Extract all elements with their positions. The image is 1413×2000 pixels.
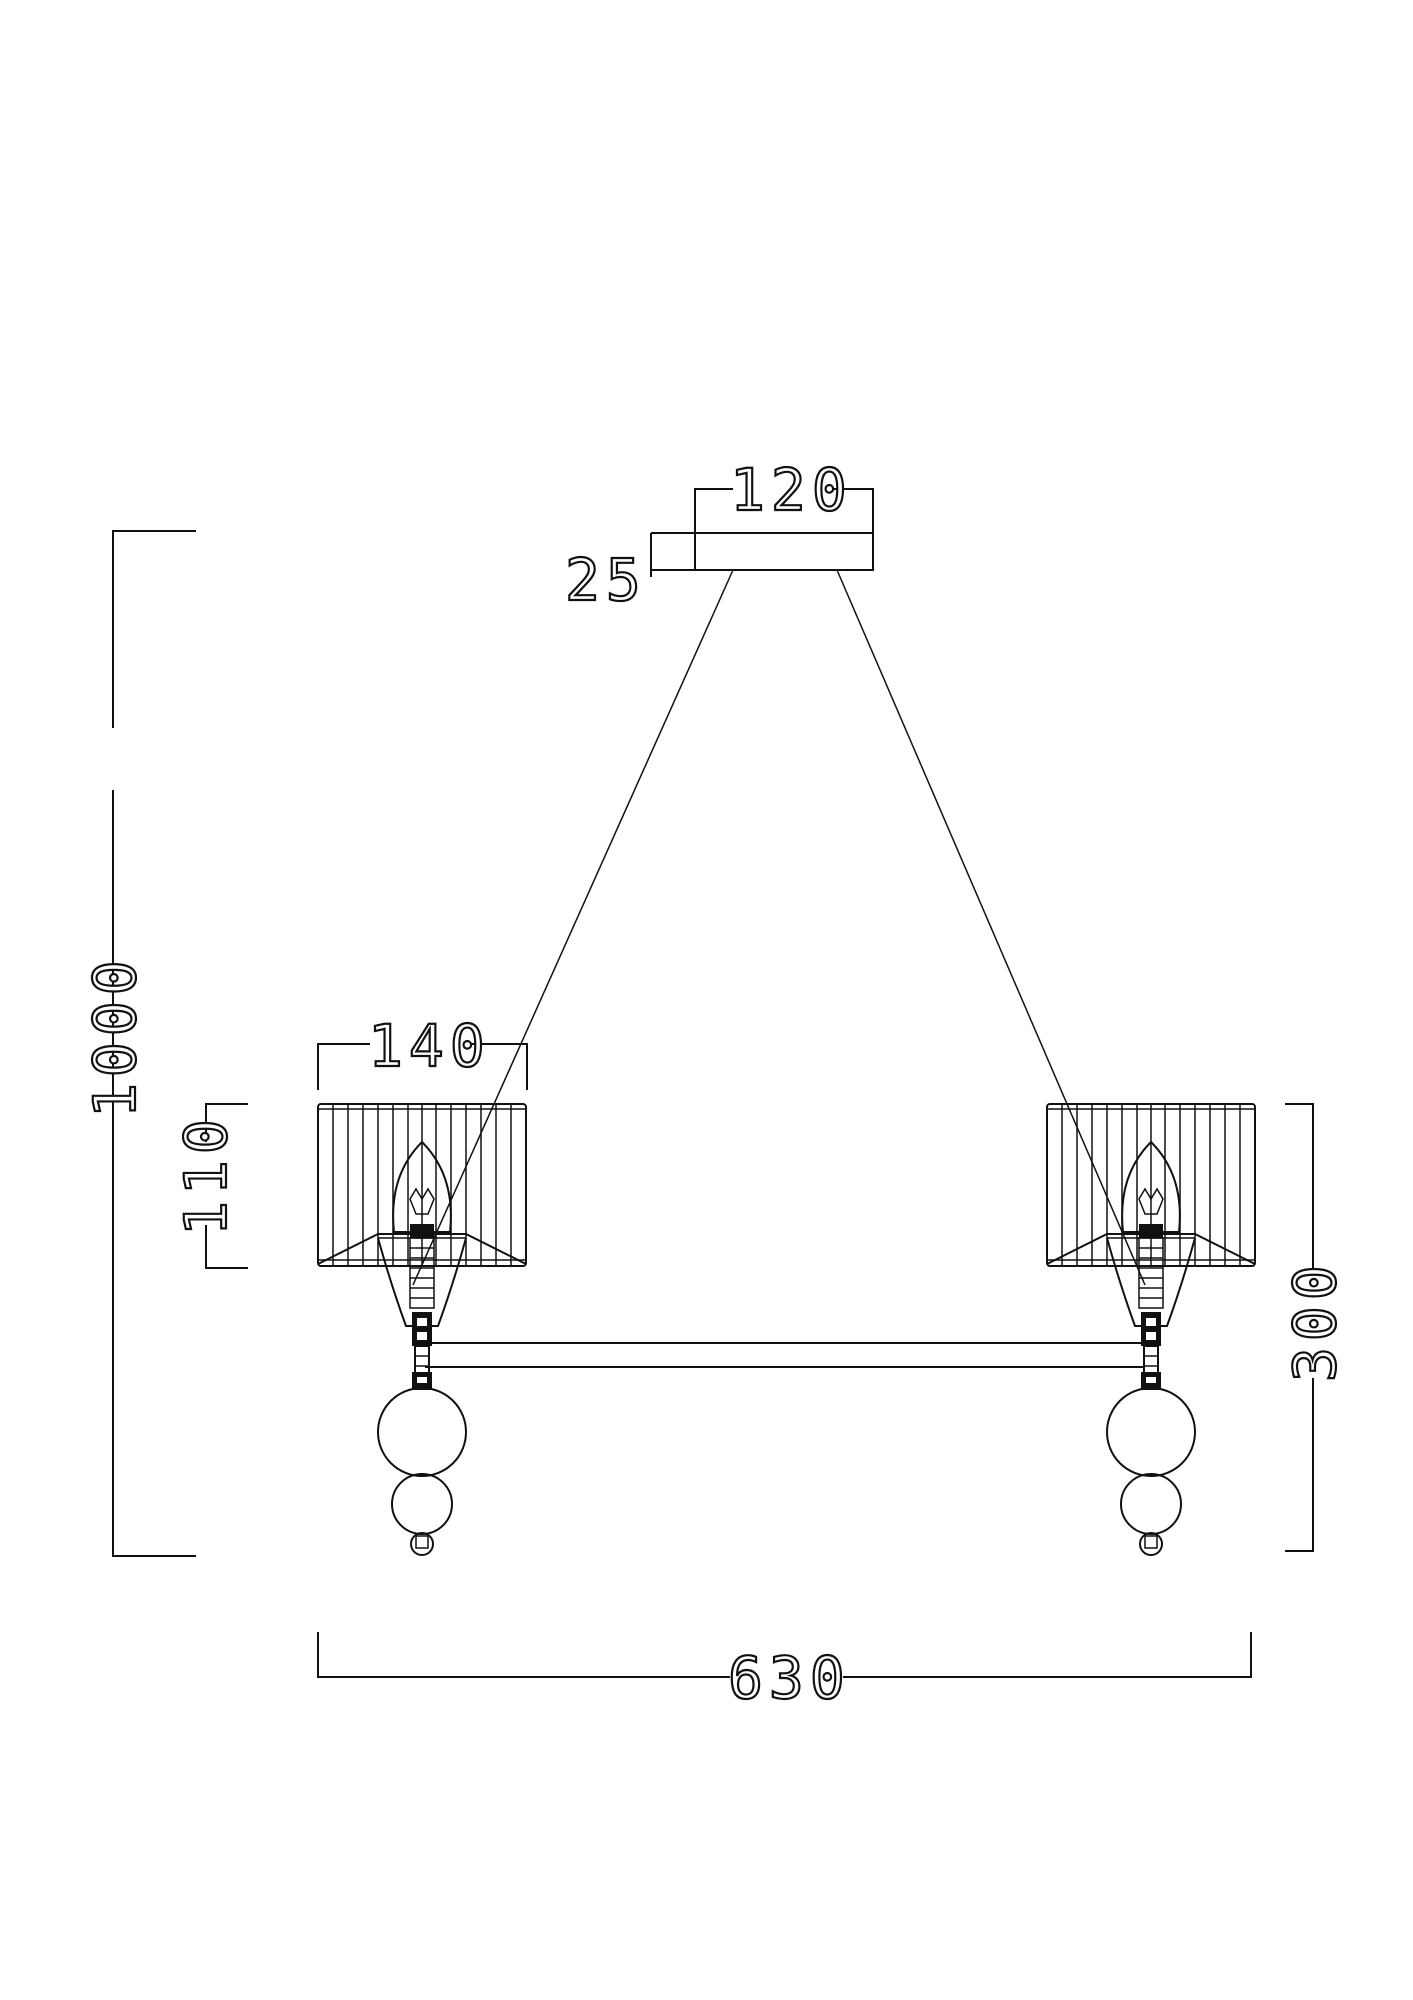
dimension-canopy-width: 120 xyxy=(694,455,874,533)
suspension-cables xyxy=(412,569,1146,1286)
dimension-shade-width: 140 xyxy=(317,1011,528,1090)
dimension-canopy-height: 25 xyxy=(564,533,652,615)
dimension-overall-width: 630 xyxy=(317,1632,1252,1713)
ceiling-canopy xyxy=(651,532,874,571)
left-lamp xyxy=(317,1103,527,1556)
dimension-label-shade-width: 140 xyxy=(368,1012,491,1080)
horizontal-crossbar xyxy=(425,1342,1145,1368)
dimension-label-canopy-width: 120 xyxy=(730,456,853,524)
dimension-shade-height: 110 xyxy=(171,1103,248,1269)
dimension-label-overall-width: 630 xyxy=(728,1644,851,1712)
dimension-label-canopy-height: 25 xyxy=(565,546,647,614)
right-lamp xyxy=(1046,1103,1256,1556)
left-lamp-shade xyxy=(317,1103,527,1556)
dimension-label-shade-height: 110 xyxy=(172,1113,240,1236)
dimension-label-body-height: 300 xyxy=(1281,1259,1349,1382)
right-lamp-shade xyxy=(1046,1103,1256,1556)
dimension-label-overall-height: 1000 xyxy=(81,954,149,1118)
dimension-overall-height: 1000 xyxy=(80,530,196,1557)
dimension-body-height: 300 xyxy=(1280,1103,1350,1552)
